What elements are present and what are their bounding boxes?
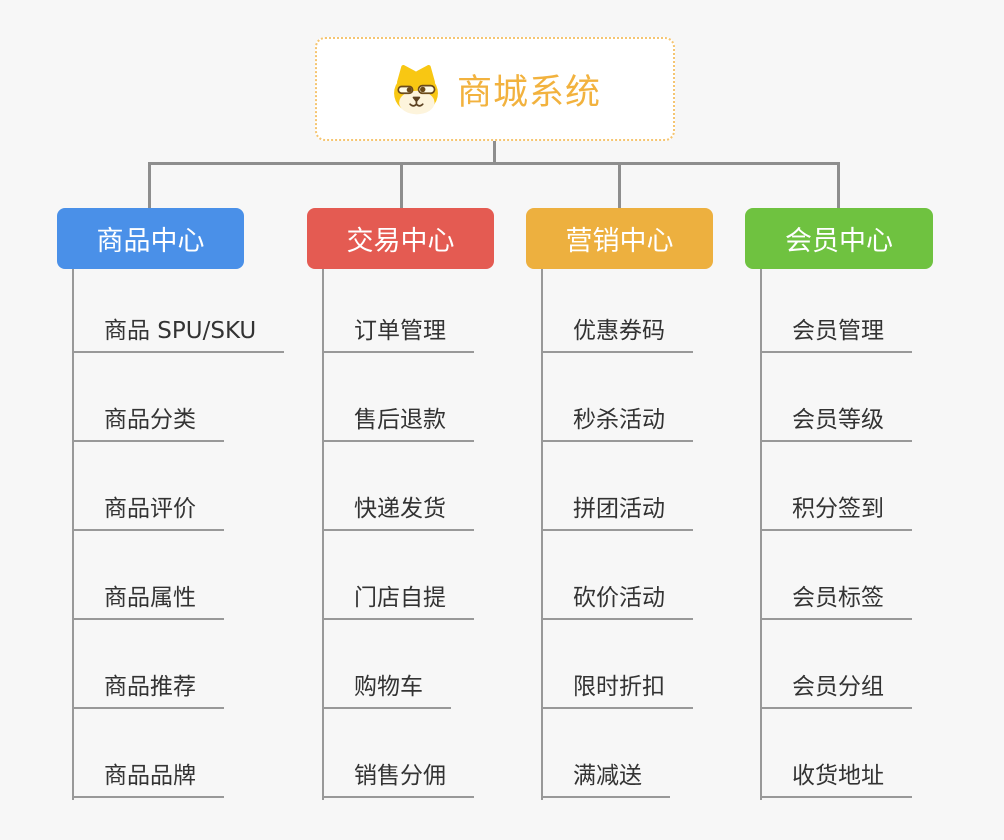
child-node-3-1[interactable]: 优惠券码 bbox=[541, 313, 693, 353]
child-node-3-6[interactable]: 满减送 bbox=[541, 758, 670, 798]
child-node-4-4[interactable]: 会员标签 bbox=[760, 580, 912, 620]
child-node-2-4[interactable]: 门店自提 bbox=[322, 580, 474, 620]
root-node-label: 商城系统 bbox=[456, 72, 601, 113]
connector-drop-4 bbox=[837, 162, 840, 208]
shiba-dog-icon bbox=[389, 62, 443, 116]
child-node-3-4[interactable]: 砍价活动 bbox=[541, 580, 693, 620]
branch-node-label: 商品中心 bbox=[96, 226, 205, 257]
branch-node-trade-center[interactable]: 交易中心 bbox=[307, 208, 494, 269]
branch-node-label: 交易中心 bbox=[346, 226, 455, 257]
branch-node-label: 营销中心 bbox=[565, 226, 674, 257]
child-node-1-3[interactable]: 商品评价 bbox=[72, 491, 224, 531]
child-node-4-6[interactable]: 收货地址 bbox=[760, 758, 912, 798]
connector-spine-4 bbox=[760, 269, 762, 800]
child-node-1-1[interactable]: 商品 SPU/SKU bbox=[72, 313, 285, 353]
connector-root-stem bbox=[493, 141, 496, 164]
child-node-2-2[interactable]: 售后退款 bbox=[322, 402, 474, 442]
connector-spine-3 bbox=[541, 269, 543, 800]
branch-node-marketing-center[interactable]: 营销中心 bbox=[526, 208, 713, 269]
connector-drop-2 bbox=[400, 162, 403, 208]
branch-node-product-center[interactable]: 商品中心 bbox=[57, 208, 244, 269]
child-node-1-6[interactable]: 商品品牌 bbox=[72, 758, 224, 798]
branch-node-label: 会员中心 bbox=[785, 226, 893, 257]
connector-drop-1 bbox=[148, 162, 151, 208]
child-node-3-5[interactable]: 限时折扣 bbox=[541, 669, 693, 709]
connector-drop-3 bbox=[618, 162, 621, 208]
child-node-4-5[interactable]: 会员分组 bbox=[760, 669, 912, 709]
child-node-1-5[interactable]: 商品推荐 bbox=[72, 669, 224, 709]
child-node-2-6[interactable]: 销售分佣 bbox=[322, 758, 474, 798]
child-node-1-4[interactable]: 商品属性 bbox=[72, 580, 224, 620]
connector-spine-2 bbox=[322, 269, 324, 800]
child-node-3-3[interactable]: 拼团活动 bbox=[541, 491, 693, 531]
child-node-1-2[interactable]: 商品分类 bbox=[72, 402, 224, 442]
connector-bus bbox=[148, 162, 840, 165]
child-node-4-2[interactable]: 会员等级 bbox=[760, 402, 912, 442]
root-node[interactable]: 商城系统 bbox=[315, 37, 675, 141]
child-node-2-3[interactable]: 快递发货 bbox=[322, 491, 474, 531]
child-node-3-2[interactable]: 秒杀活动 bbox=[541, 402, 693, 442]
child-node-2-1[interactable]: 订单管理 bbox=[322, 313, 474, 353]
connector-spine-1 bbox=[72, 269, 74, 800]
child-node-4-1[interactable]: 会员管理 bbox=[760, 313, 912, 353]
child-node-2-5[interactable]: 购物车 bbox=[322, 669, 451, 709]
child-node-4-3[interactable]: 积分签到 bbox=[760, 491, 912, 531]
branch-node-member-center[interactable]: 会员中心 bbox=[745, 208, 933, 269]
